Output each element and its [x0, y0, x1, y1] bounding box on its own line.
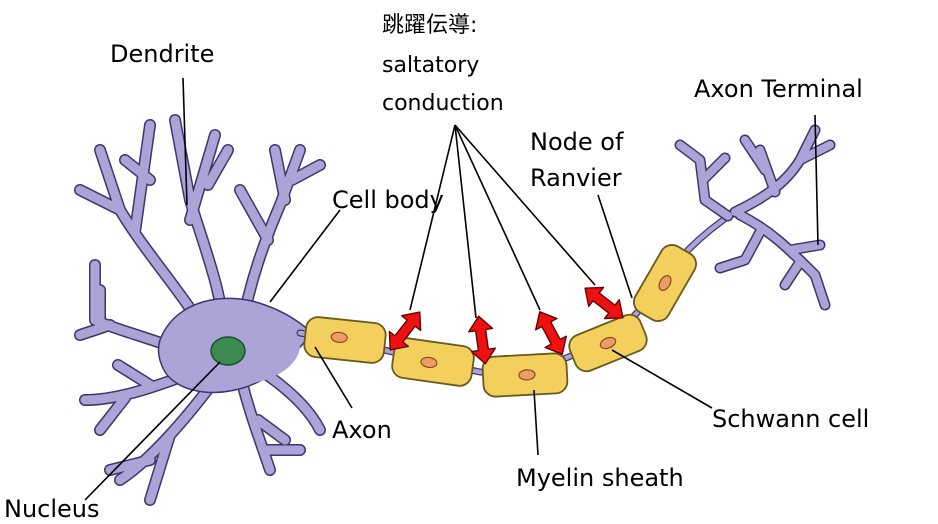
leader-myelin — [534, 390, 538, 455]
leader-schwann — [612, 350, 712, 408]
label-nucleus: Nucleus — [4, 495, 100, 523]
axon-terminal-branches — [680, 130, 830, 305]
nucleus-shape — [211, 337, 245, 365]
leader-cell-body — [270, 210, 340, 302]
schwann-cell-1 — [303, 316, 387, 364]
schwann-cell-5 — [630, 241, 701, 326]
leader-saltatory-1 — [410, 125, 455, 310]
label-saltatory-en1: saltatory — [382, 53, 479, 78]
leader-node-of-ranvier — [598, 195, 632, 298]
label-axon-terminal: Axon Terminal — [694, 75, 863, 103]
leader-saltatory-2 — [455, 125, 476, 318]
label-node-of-2: Ranvier — [530, 164, 622, 192]
label-dendrite: Dendrite — [110, 40, 214, 68]
label-axon: Axon — [332, 416, 392, 444]
leader-lines — [85, 78, 818, 500]
label-schwann-cell: Schwann cell — [712, 405, 869, 433]
schwann-cell-3 — [482, 353, 568, 397]
label-saltatory-jp: 跳躍伝導: — [382, 13, 477, 38]
label-saltatory-en2: conduction — [382, 91, 504, 116]
double-arrow-icon — [529, 306, 573, 360]
leader-saltatory-3 — [455, 125, 540, 310]
label-node-of-1: Node of — [530, 128, 624, 156]
label-cell-body: Cell body — [332, 186, 444, 214]
label-myelin-sheath: Myelin sheath — [516, 464, 684, 492]
myelin-sheaths — [303, 241, 700, 398]
neuron-body-dendrites — [80, 120, 320, 500]
